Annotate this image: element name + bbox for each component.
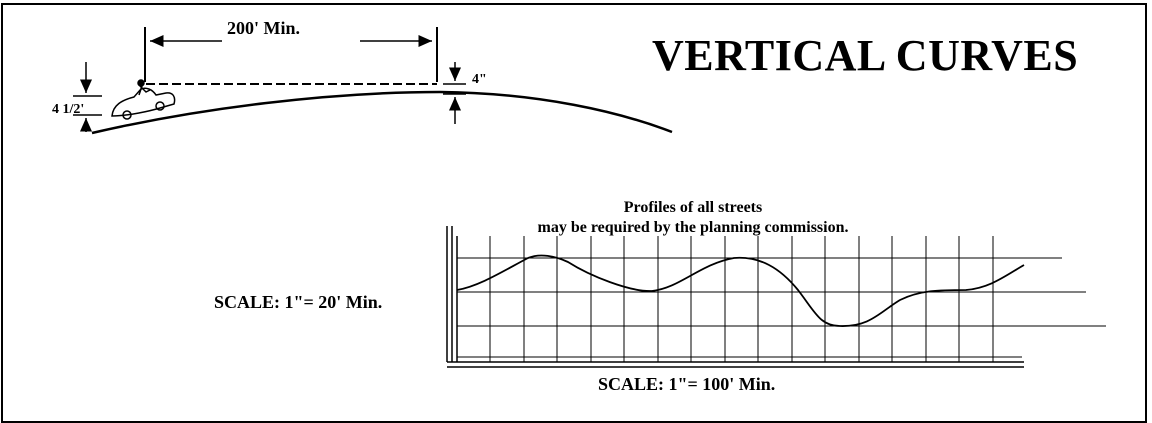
profile-grid (446, 226, 1106, 368)
profile-caption-line1: Profiles of all streets (623, 199, 763, 216)
eye-height-label: 4 1/2' (52, 102, 85, 117)
diagram-canvas (73, 27, 1106, 368)
profile-caption: Profiles of all streets may be required … (508, 198, 878, 238)
street-profile-curve (456, 254, 1025, 327)
object-height-label: 4" (472, 72, 487, 87)
vertical-scale-label: SCALE: 1"= 20' Min. (214, 292, 383, 312)
car-icon (111, 79, 176, 120)
horizontal-scale-label: SCALE: 1"= 100' Min. (598, 374, 776, 394)
road-crest-curve (91, 90, 673, 135)
page-title: VERTICAL CURVES (652, 31, 1079, 80)
sight-distance-label: 200' Min. (227, 18, 301, 38)
sight-distance-diagram (73, 27, 673, 135)
profile-caption-line2: may be required by the planning commissi… (537, 219, 849, 236)
